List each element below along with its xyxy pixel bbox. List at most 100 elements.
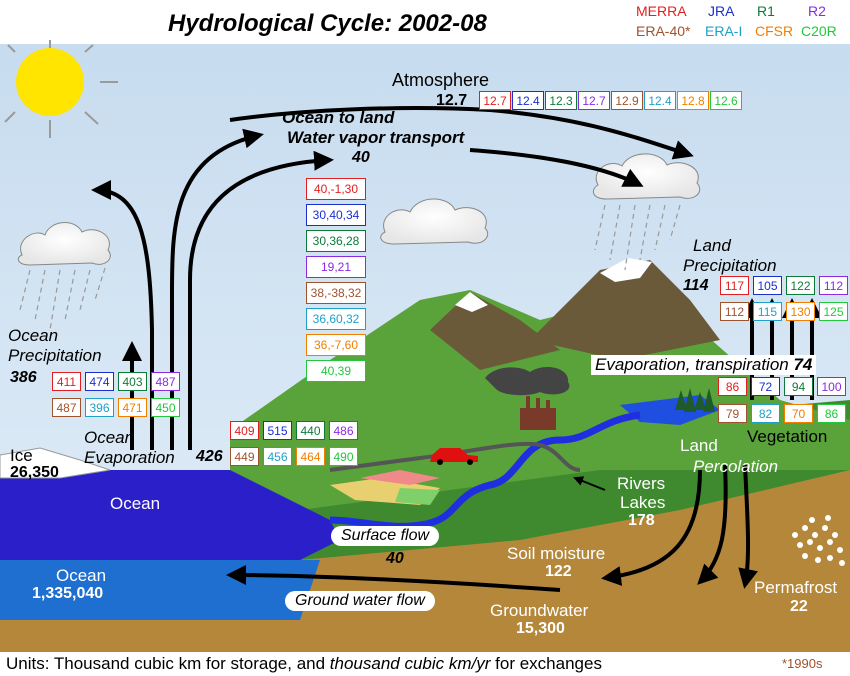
transport-value-4: 38,-38,32	[306, 282, 366, 304]
soil-label: Soil moisture	[507, 544, 606, 563]
permafrost-dots	[792, 515, 845, 566]
mountain-left	[430, 292, 560, 370]
legend-jra: JRA	[708, 3, 735, 19]
legend-r1: R1	[757, 3, 775, 19]
ocean-precip-value-2: 403	[118, 372, 147, 391]
land-precip-value-0: 117	[720, 276, 749, 295]
ice-sheet	[0, 447, 111, 479]
evap-arrow-3	[188, 150, 334, 450]
legend-c20r: C20R	[801, 23, 837, 39]
units-band	[0, 652, 850, 676]
atmosphere-value-4: 12.9	[611, 91, 643, 110]
land-precip-value-3: 112	[819, 276, 848, 295]
land-precip-value-4: 112	[720, 302, 749, 321]
ocean-precip-value-1: 474	[85, 372, 114, 391]
mountain-right	[530, 260, 720, 360]
atmosphere-value-0: 12.7	[479, 91, 511, 110]
evap-transp-value-7: 86	[817, 404, 846, 423]
evap-transp-value-0: 86	[718, 377, 747, 396]
legend-cfsr: CFSR	[755, 23, 794, 39]
perc-arrow-3	[738, 464, 758, 589]
land-perc-label-2: Percolation	[693, 457, 779, 476]
atmosphere-value-1: 12.4	[512, 91, 544, 110]
land-precip-label-2: Precipitation	[683, 256, 777, 275]
cloud-left	[17, 222, 111, 266]
evap-transp-value-3: 100	[817, 377, 846, 396]
perc-arrow-2	[697, 464, 728, 585]
ocean-precip-value-0: 411	[52, 372, 81, 391]
smoke	[485, 367, 570, 396]
ocean-precip-value-6: 471	[118, 398, 147, 417]
evap-arrow-2	[169, 128, 264, 450]
ocean-precip-label-1: Ocean	[8, 326, 59, 345]
permafrost-value: 22	[790, 598, 808, 615]
land-precip-value: 114	[683, 277, 709, 294]
rivers-pointer	[573, 476, 606, 491]
legend-merra: MERRA	[636, 3, 687, 19]
land-precip-label-1: Land	[693, 236, 731, 255]
ocean-evap-value-0: 409	[230, 421, 259, 440]
ocean-evap-value-5: 456	[263, 447, 292, 466]
ocean-evap-value-2: 440	[296, 421, 325, 440]
field-green	[395, 488, 440, 505]
ice-label: Ice	[10, 446, 33, 465]
transport-label-1: Ocean to land	[282, 108, 395, 127]
perc-arrow-1	[601, 469, 702, 586]
evap-transp-value-1: 72	[751, 377, 780, 396]
ocean-surface-label: Ocean	[110, 494, 161, 513]
land-precip-value-5: 115	[753, 302, 782, 321]
atmosphere-value-5: 12.4	[644, 91, 676, 110]
ocean-evap-label-2: Evaporation	[84, 448, 175, 467]
land-precip-value-7: 125	[819, 302, 848, 321]
ocean-evap-value-3: 486	[329, 421, 358, 440]
cloud-right	[592, 153, 701, 200]
cloud-middle	[380, 198, 489, 245]
factory	[520, 408, 556, 430]
land-precip-value-2: 122	[786, 276, 815, 295]
et-label: Evaporation, transpiration 74	[591, 355, 817, 375]
evap-transp-value-2: 94	[784, 377, 813, 396]
atmosphere-label: Atmosphere	[392, 70, 490, 90]
soil-value: 122	[545, 563, 572, 580]
transport-value-0: 40,-1,30	[306, 178, 366, 200]
ocean-precip-value-3: 487	[151, 372, 180, 391]
legend-r2: R2	[808, 3, 826, 19]
ocean-evap-value-4: 449	[230, 447, 259, 466]
rain-left	[19, 267, 106, 331]
groundwater-value: 15,300	[516, 620, 565, 637]
legend-era40: ERA-40*	[636, 23, 691, 39]
diagram-title: Hydrological Cycle: 2002-08	[168, 10, 487, 37]
ground-flow-arrow	[226, 565, 561, 592]
transport-value-1: 30,40,34	[306, 204, 366, 226]
atmosphere-value-6: 12.8	[677, 91, 709, 110]
ocean-storage-label: Ocean	[56, 566, 107, 585]
ocean-evap-value-6: 464	[296, 447, 325, 466]
footnote: *1990s	[782, 656, 823, 671]
land-perc-label-1: Land	[680, 436, 718, 455]
evap-transp-value-5: 82	[751, 404, 780, 423]
rivers-label-2: Lakes	[620, 493, 666, 512]
evap-transp-value-6: 70	[784, 404, 813, 423]
ocean-precip-label-2: Precipitation	[8, 346, 102, 365]
rain-right	[594, 204, 681, 271]
ocean-surface	[0, 470, 340, 560]
ocean-evap-value: 426	[196, 448, 223, 465]
ocean-precip-value-7: 450	[151, 398, 180, 417]
transport-value-5: 36,60,32	[306, 308, 366, 330]
ocean-precip-value-5: 396	[85, 398, 114, 417]
rivers-label-1: Rivers	[617, 474, 666, 493]
sun-icon	[4, 40, 118, 138]
atmosphere-value-7: 12.6	[710, 91, 742, 110]
mountain-left-snow	[455, 292, 488, 312]
transport-value-7: 40,39	[306, 360, 366, 382]
ocean-evap-value-1: 515	[263, 421, 292, 440]
car	[430, 448, 478, 462]
